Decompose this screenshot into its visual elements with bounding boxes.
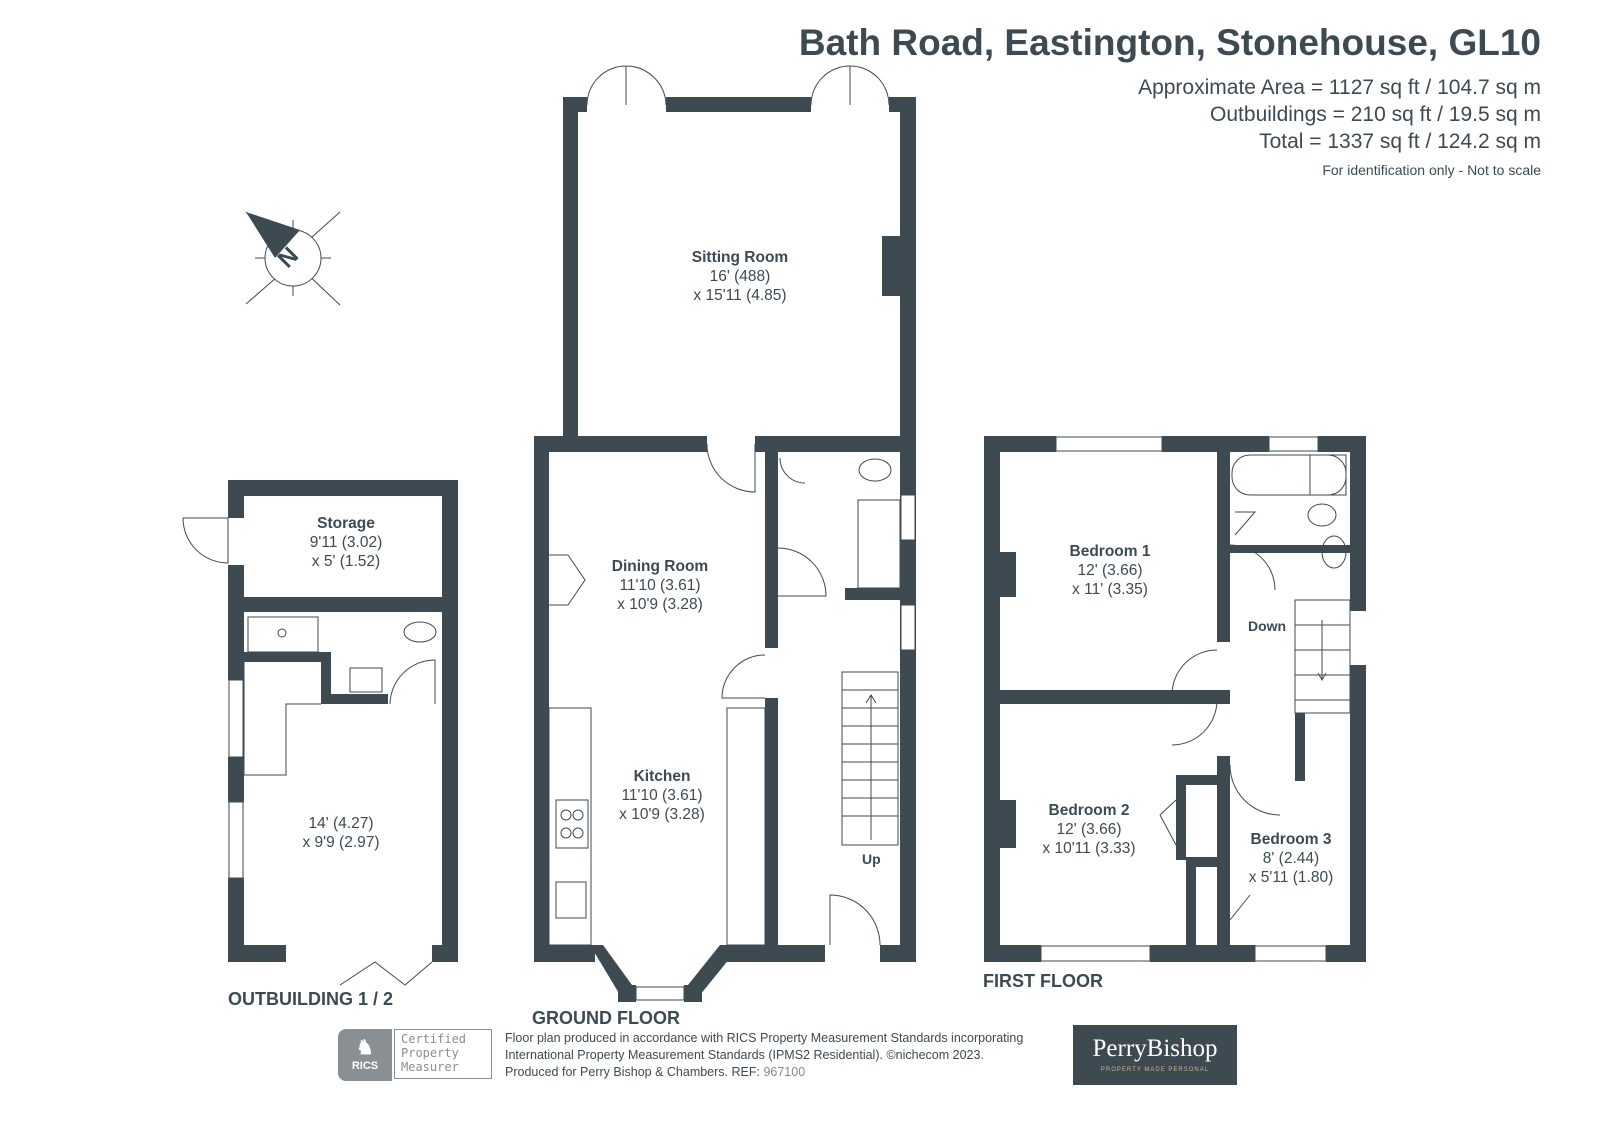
compass-rose-icon — [245, 211, 341, 306]
approximate-area: Approximate Area = 1127 sq ft / 104.7 sq… — [1138, 76, 1541, 99]
room-dim: 11'10 (3.61) — [621, 787, 703, 804]
room-storage: Storage 9'11 (3.02) x 5' (1.52) — [310, 514, 382, 571]
badge-line: Property — [401, 1046, 459, 1060]
room-name: Bedroom 2 — [1048, 802, 1130, 819]
rics-lion-icon: ♞ — [356, 1037, 374, 1059]
room-bedroom-2: Bedroom 2 12' (3.66) x 10'11 (3.33) — [1042, 801, 1135, 858]
stairs-up-label: Up — [862, 851, 881, 867]
room-kitchen: Kitchen 11'10 (3.61) x 10'9 (3.28) — [619, 767, 705, 824]
reference-number: 967100 — [763, 1065, 806, 1079]
first-floor-walls — [984, 436, 1366, 962]
room-dim: 12' (3.66) — [1077, 562, 1143, 579]
total-area: Total = 1337 sq ft / 124.2 sq m — [1259, 130, 1541, 153]
room-name: Sitting Room — [691, 249, 789, 266]
room-bedroom-3: Bedroom 3 8' (2.44) x 5'11 (1.80) — [1249, 830, 1334, 887]
room-dim: 8' (2.44) — [1262, 850, 1320, 867]
room-dim: 14' (4.27) — [308, 815, 374, 832]
brand-name: PerryBishop — [1092, 1035, 1218, 1062]
property-title: Bath Road, Eastington, Stonehouse, GL10 — [798, 22, 1541, 63]
ground-floor-walls — [534, 436, 916, 1002]
room-dim: x 11' (3.35) — [1072, 581, 1148, 598]
sitting-room-walls — [563, 65, 916, 442]
room-dim: x 5'11 (1.80) — [1248, 869, 1334, 886]
room-name: Bedroom 1 — [1069, 543, 1151, 560]
room-dim: x 10'9 (3.28) — [617, 596, 703, 613]
footer-line: Floor plan produced in accordance with R… — [505, 1031, 1024, 1045]
room-name: Bedroom 3 — [1250, 831, 1332, 848]
room-dim: 11'10 (3.61) — [619, 577, 701, 594]
first-floor-label: FIRST FLOOR — [983, 971, 1103, 991]
scale-note: For identification only - Not to scale — [1322, 162, 1541, 178]
room-name: Storage — [317, 515, 375, 532]
room-dim: x 9'9 (2.97) — [302, 834, 380, 851]
outbuilding-walls — [182, 480, 458, 986]
badge-line: Measurer — [401, 1060, 459, 1074]
room-dim: 16' (488) — [709, 268, 771, 285]
rics-logo-text: RICS — [351, 1060, 379, 1072]
room-bedroom-1: Bedroom 1 12' (3.66) x 11' (3.35) — [1070, 542, 1151, 599]
room-dining-room: Dining Room 11'10 (3.61) x 10'9 (3.28) — [612, 557, 708, 614]
room-sitting-room: Sitting Room 16' (488) x 15'11 (4.85) — [692, 248, 788, 305]
rics-logo: ♞RICS — [338, 1029, 392, 1081]
room-dim: 12' (3.66) — [1056, 821, 1122, 838]
room-name: Kitchen — [633, 768, 691, 785]
footer-disclaimer: Floor plan produced in accordance with R… — [505, 1030, 1023, 1081]
room-dim: 9'11 (3.02) — [309, 534, 383, 551]
brand-tagline: PROPERTY MADE PERSONAL — [1100, 1067, 1210, 1073]
footer-line: Produced for Perry Bishop & Chambers. RE… — [505, 1065, 760, 1079]
room-dim: x 10'11 (3.33) — [1042, 840, 1136, 857]
room-outbuilding: 14' (4.27) x 9'9 (2.97) — [302, 814, 379, 852]
outbuilding-label: OUTBUILDING 1 / 2 — [228, 989, 394, 1009]
room-dim: x 15'11 (4.85) — [693, 287, 787, 304]
room-dim: x 10'9 (3.28) — [619, 806, 705, 823]
room-dim: x 5' (1.52) — [311, 553, 381, 570]
ground-floor-label: GROUND FLOOR — [532, 1008, 680, 1028]
outbuildings-area: Outbuildings = 210 sq ft / 19.5 sq m — [1210, 103, 1541, 126]
footer-line: International Property Measurement Stand… — [505, 1048, 984, 1062]
stairs-down-label: Down — [1248, 618, 1287, 634]
perry-bishop-logo: PerryBishop PROPERTY MADE PERSONAL — [1073, 1025, 1237, 1085]
badge-line: Certified — [401, 1032, 467, 1046]
room-name: Dining Room — [611, 558, 709, 575]
